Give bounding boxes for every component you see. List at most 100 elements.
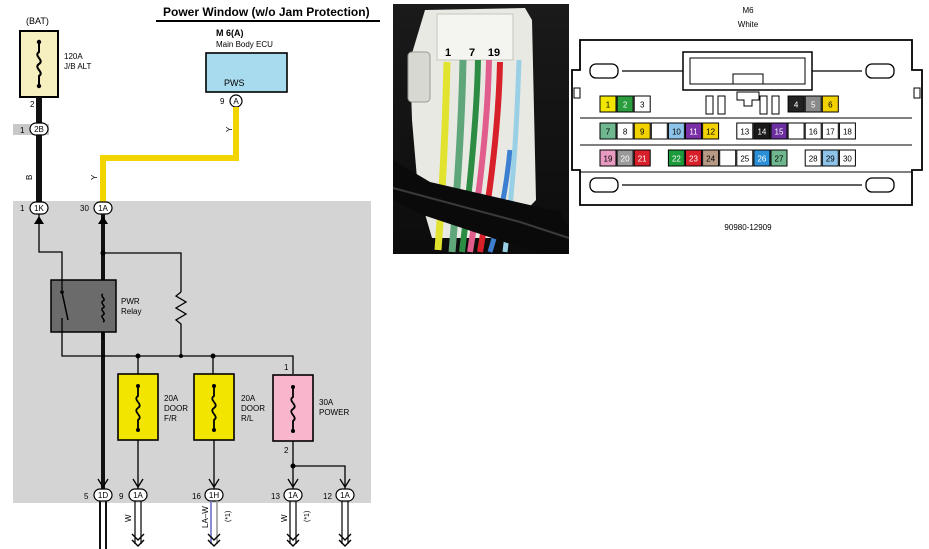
bat-label: (BAT) [26, 16, 49, 26]
pin-13 [736, 122, 754, 140]
ecu-block [205, 52, 288, 93]
j2b-label: 2B [34, 125, 44, 134]
b3-left-pin: 16 [192, 492, 201, 501]
pin-label-4: 4 [794, 101, 799, 110]
pin-21 [633, 149, 651, 167]
pin-label-13: 13 [740, 128, 749, 137]
pin-label-21: 21 [638, 155, 647, 164]
b1-connector [93, 488, 113, 502]
pin-label-17: 17 [826, 128, 835, 137]
pin-label-28: 28 [809, 155, 818, 164]
connector-photo [392, 4, 570, 254]
pin-5 [804, 95, 822, 113]
pin-label-2: 2 [623, 101, 628, 110]
wire-w2-note: (*1) [304, 511, 311, 522]
pin-25 [736, 149, 754, 167]
pin-label-8: 8 [623, 128, 628, 137]
b2-left-pin: 9 [119, 492, 124, 501]
relay-switch-icon [61, 291, 69, 321]
j1a-top-label: 1A [98, 204, 108, 213]
connector-part-number: 90980-12909 [724, 223, 772, 232]
pin-label-1: 1 [606, 101, 611, 110]
ecu-code: M 6(A) [216, 28, 244, 38]
pin-label-18: 18 [843, 128, 852, 137]
pin-26 [753, 149, 771, 167]
fuse-power-element-icon [290, 387, 296, 431]
relay-label-2: Relay [121, 307, 141, 316]
pin-label-25: 25 [740, 155, 749, 164]
photo-pin-1: 1 [445, 47, 451, 59]
pin-blank [787, 122, 805, 140]
wire-w2-label: W [280, 514, 289, 522]
pwr-relay [50, 279, 117, 333]
pin-label-5: 5 [811, 101, 816, 110]
pin-label-27: 27 [775, 155, 784, 164]
pin-label-9: 9 [640, 128, 645, 137]
pin-22 [667, 149, 685, 167]
fuse-door-fr-element-icon [135, 386, 141, 430]
pin-label-19: 19 [604, 155, 613, 164]
pin-blank [650, 122, 668, 140]
pin-27 [770, 149, 788, 167]
pin-label-24: 24 [706, 155, 715, 164]
b4-connector [283, 488, 303, 502]
pin-16 [804, 122, 822, 140]
pin-label-6: 6 [828, 101, 833, 110]
pin-17 [821, 122, 839, 140]
ecu-block-label: PWS [224, 78, 245, 88]
b5-left-pin: 12 [323, 492, 332, 501]
pin-label-22: 22 [672, 155, 681, 164]
pin-label-10: 10 [672, 128, 681, 137]
pin-11 [685, 122, 702, 140]
b3-label: 1H [209, 491, 219, 500]
resistor-icon [174, 291, 188, 356]
fuse-door-fr-line2: F/R [164, 414, 177, 423]
wire-law-label: LA–W [201, 506, 210, 528]
b5-connector [335, 488, 355, 502]
fuse-door-fr-amps: 20A [164, 394, 179, 403]
pin-label-26: 26 [757, 155, 766, 164]
fuse-door-rl-line1: DOOR [241, 404, 265, 413]
junction-block-area [13, 201, 371, 503]
j1a-top-left-pin: 30 [80, 204, 89, 213]
pin-15 [770, 122, 788, 140]
page-title: Power Window (w/o Jam Protection) [163, 5, 370, 19]
ecu-pin: 9 [220, 97, 225, 106]
pin-3 [633, 95, 651, 113]
pin-12 [702, 122, 720, 140]
pin-6 [821, 95, 839, 113]
pin-label-15: 15 [775, 128, 784, 137]
relay-coil-icon [101, 293, 105, 323]
b3-connector [204, 488, 224, 502]
fuse-door-rl-line2: R/L [241, 414, 254, 423]
pin-29 [821, 149, 839, 167]
pin-label-14: 14 [757, 128, 766, 137]
fuse-120a-pin: 2 [30, 100, 35, 109]
pin-label-11: 11 [689, 128, 698, 137]
b1-left-pin: 5 [84, 492, 89, 501]
j1k-label: 1K [34, 204, 44, 213]
fuse-120a-element-icon [36, 42, 42, 86]
pin-2 [616, 95, 634, 113]
pin-blank [719, 149, 737, 167]
pin-1 [599, 95, 617, 113]
j2b-connector [29, 122, 49, 136]
j2b-left-pin: 1 [20, 126, 25, 135]
pin-label-20: 20 [621, 155, 630, 164]
pin-label-23: 23 [689, 155, 698, 164]
pin-24 [702, 149, 720, 167]
wire-y-yellow [100, 107, 239, 203]
pin-23 [685, 149, 702, 167]
pin-14 [753, 122, 771, 140]
ecu-name: Main Body ECU [216, 40, 273, 49]
pin-20 [616, 149, 634, 167]
pin-7 [599, 122, 617, 140]
fuse-power-pin-bot: 2 [284, 446, 289, 455]
pin-label-3: 3 [640, 101, 645, 110]
photo-pin-19: 19 [488, 47, 500, 59]
pin-9 [633, 122, 651, 140]
pin-4 [787, 95, 805, 113]
fuse-power-amps: 30A [319, 398, 334, 407]
pin-label-7: 7 [606, 128, 611, 137]
